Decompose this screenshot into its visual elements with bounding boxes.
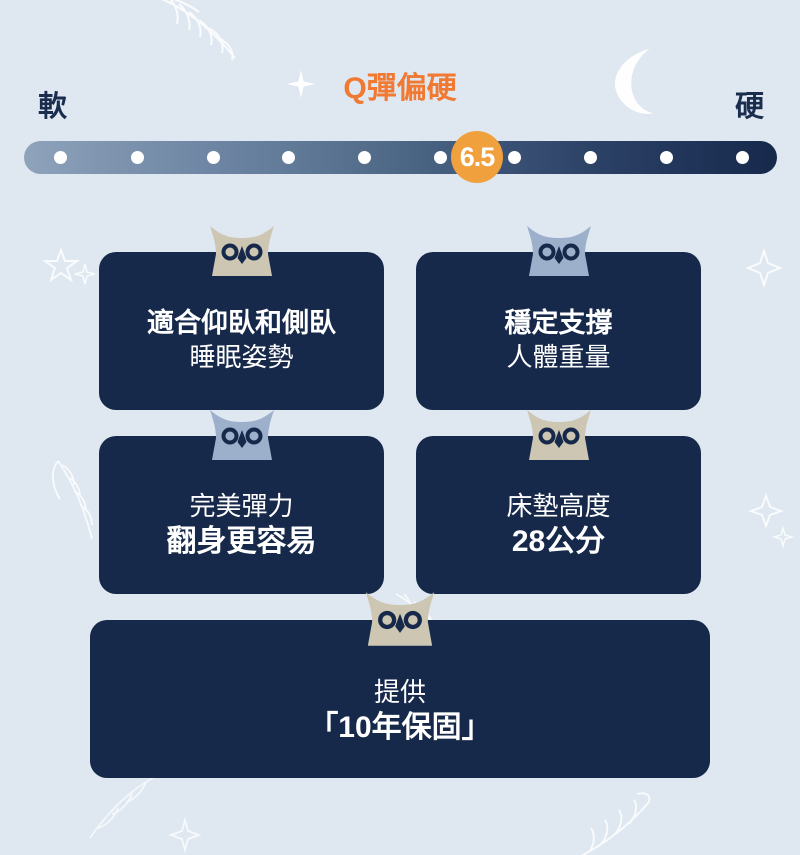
card-line: 適合仰臥和側臥 — [147, 308, 336, 339]
firmness-slider[interactable] — [24, 141, 777, 174]
card-row-1: 適合仰臥和側臥 睡眠姿勢 穩定支撐 人體重量 — [0, 226, 800, 410]
card-line: 床墊高度 — [506, 491, 611, 522]
owl-icon — [209, 410, 274, 460]
firmness-scale: Q彈偏硬 軟 硬 6.5 — [0, 0, 800, 200]
slider-tick — [507, 151, 521, 164]
card-row-2: 完美彈力 翻身更容易 床墊高度 28公分 — [0, 410, 800, 594]
feature-card-warranty[interactable]: 提供 「10年保固」 — [90, 592, 710, 778]
feature-card-mattress-height[interactable]: 床墊高度 28公分 — [416, 410, 701, 594]
slider-tick — [735, 151, 749, 164]
scale-label-firm: 硬 — [734, 91, 764, 123]
card-row-3: 提供 「10年保固」 — [0, 592, 800, 778]
firmness-value-badge[interactable]: 6.5 — [451, 131, 503, 183]
firmness-title: Q彈偏硬 — [343, 72, 457, 105]
firmness-slider-track[interactable] — [24, 141, 777, 174]
card-line: 完美彈力 — [189, 491, 294, 522]
slider-tick — [357, 151, 371, 164]
owl-icon — [526, 410, 591, 460]
star-bottom-left-icon — [168, 816, 202, 854]
feature-card-stable-support[interactable]: 穩定支撐 人體重量 — [416, 226, 701, 410]
card-line: 28公分 — [511, 525, 606, 559]
card-line: 睡眠姿勢 — [189, 341, 294, 372]
slider-tick — [206, 151, 220, 164]
feature-card-bounce[interactable]: 完美彈力 翻身更容易 — [99, 410, 384, 594]
slider-tick — [433, 151, 447, 164]
owl-icon — [365, 592, 435, 646]
owl-icon — [209, 226, 274, 276]
card-line: 提供 — [373, 677, 426, 708]
slider-tick — [583, 151, 597, 164]
card-line: 「10年保固」 — [308, 711, 492, 745]
slider-tick — [659, 151, 673, 164]
feature-card-grid: 適合仰臥和側臥 睡眠姿勢 穩定支撐 人體重量 — [0, 226, 800, 804]
owl-icon — [526, 226, 591, 276]
card-line: 人體重量 — [506, 341, 611, 372]
card-line: 穩定支撐 — [504, 308, 613, 339]
slider-tick — [281, 151, 295, 164]
scale-label-soft: 軟 — [38, 91, 68, 123]
slider-tick — [53, 151, 67, 164]
feature-card-sleep-position[interactable]: 適合仰臥和側臥 睡眠姿勢 — [99, 226, 384, 410]
slider-tick — [130, 151, 144, 164]
card-line: 翻身更容易 — [166, 525, 317, 559]
